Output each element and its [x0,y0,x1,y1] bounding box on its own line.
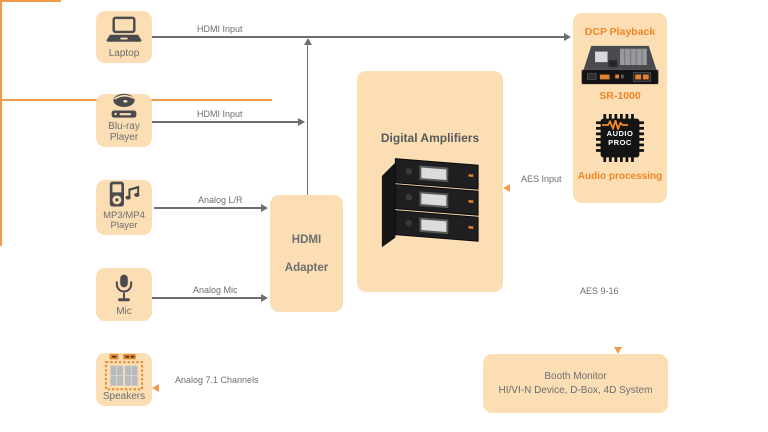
label-analog-lr: Analog L/R [198,195,243,205]
line-amps-down [0,2,2,99]
label-aes-input: AES Input [521,174,562,184]
amplifier-stack-image [381,158,479,248]
audio-proc-chip-image: AUDIO PROC [596,114,644,162]
digital-amplifiers-title: Digital Amplifiers [380,131,480,145]
node-mp3-label: MP3/MP4 Player [103,210,145,232]
line-to-booth [0,101,2,246]
arrowhead-speakers [152,384,159,392]
arrowhead-mp3 [261,204,268,212]
line-adapter-to-top [306,40,309,195]
waveform-icon [602,120,628,130]
cinema-speakers-icon [102,353,146,392]
arrowhead-into-dcp [564,33,571,41]
node-speakers-label: Speakers [102,390,146,402]
chip-label-proc: PROC [608,137,632,147]
node-bluray-player: Blu-ray Player [96,92,152,147]
chip-label-audio: AUDIO [606,129,634,138]
arrowhead-aes-input [503,184,510,192]
label-hdmi-input-laptop: HDMI Input [197,24,243,34]
label-aes-916: AES 9-16 [580,286,619,296]
line-aes-input [0,0,61,2]
node-booth-monitor: Booth Monitor HI/VI-N Device, D-Box, 4D … [483,354,668,413]
chip-icon [596,114,644,162]
node-speakers: Speakers [96,353,152,406]
bluray-disc-icon [106,92,142,122]
booth-monitor-line2: HI/VI-N Device, D-Box, 4D System [498,385,653,396]
hdmi-adapter-label-line2: Adapter [284,261,329,274]
node-laptop: Laptop [96,11,152,63]
line-mic [152,297,264,299]
label-analog-mic: Analog Mic [193,285,238,295]
hdmi-adapter-label-line1: HDMI [291,233,322,246]
node-mp3-player: MP3/MP4 Player [96,180,152,235]
node-mic: Mic [96,268,152,321]
node-bluray-label: Blu-ray Player [108,121,140,143]
line-bluray [152,121,300,123]
audio-processing-label: Audio processing [577,171,663,182]
sr1000-label: SR-1000 [599,90,641,102]
label-analog-71: Analog 7.1 Channels [175,375,259,385]
line-laptop-to-dcp [152,36,566,38]
node-laptop-label: Laptop [108,47,140,59]
booth-monitor-line1: Booth Monitor [544,371,607,382]
node-hdmi-adapter: HDMI Adapter [270,195,343,312]
dcp-playback-title: DCP Playback [584,26,656,38]
arrowhead-booth [614,347,622,354]
line-mp3 [154,207,264,209]
node-digital-amplifiers: Digital Amplifiers [357,71,503,292]
microphone-icon [107,271,141,307]
arrowhead-adapter-up [303,38,312,45]
arrowhead-bluray [298,118,305,126]
label-hdmi-input-bluray: HDMI Input [197,109,243,119]
laptop-icon [105,14,143,49]
node-mic-label: Mic [116,305,132,317]
node-dcp-playback: DCP Playback SR-1000 [573,13,667,203]
sr1000-device-image [581,45,659,85]
arrowhead-mic [261,294,268,302]
music-player-icon [104,179,144,211]
